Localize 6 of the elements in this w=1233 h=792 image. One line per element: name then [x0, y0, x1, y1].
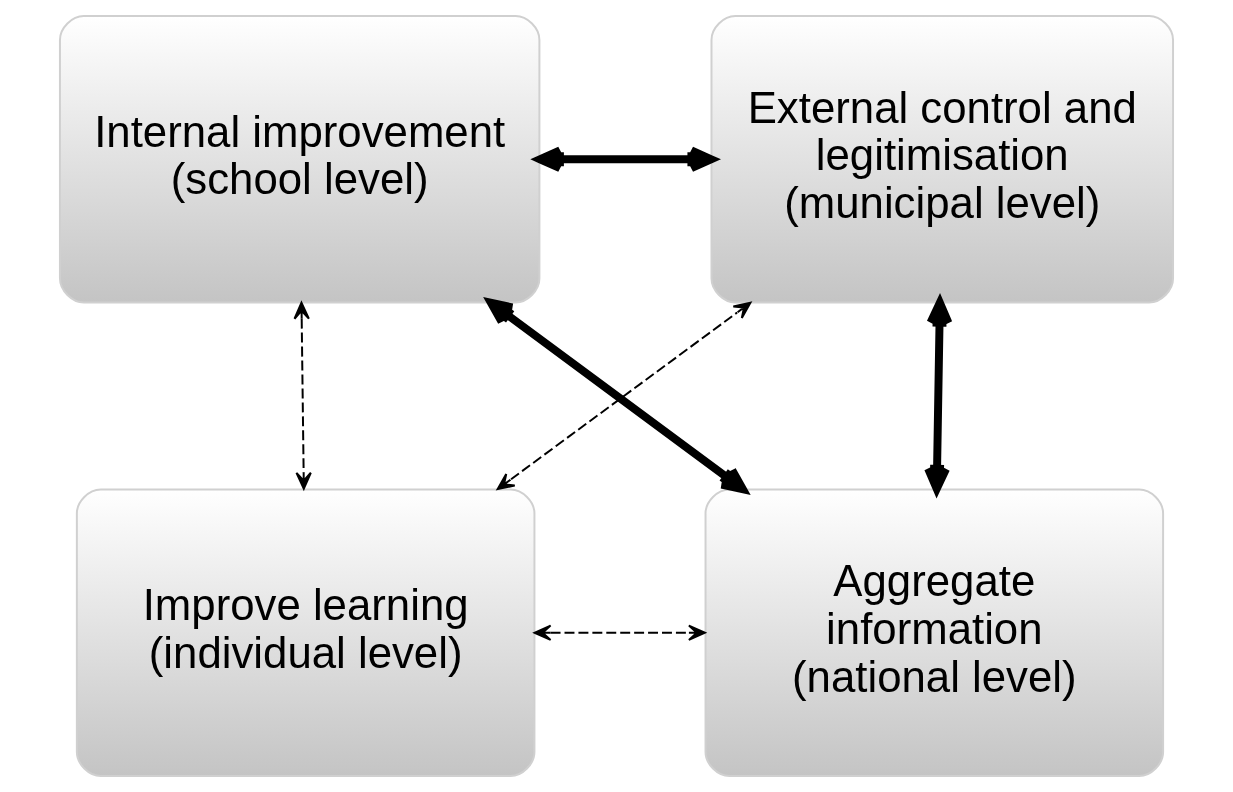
node-box: Internal improvement (school level) [58, 15, 541, 304]
node-box: External control and legitimisation (municipal level) [710, 15, 1175, 304]
node-box: Improve learning (individual level) [75, 488, 536, 777]
arrow [293, 301, 312, 490]
arrow [533, 624, 706, 641]
node-box: Aggregate information (national level) [704, 488, 1165, 777]
